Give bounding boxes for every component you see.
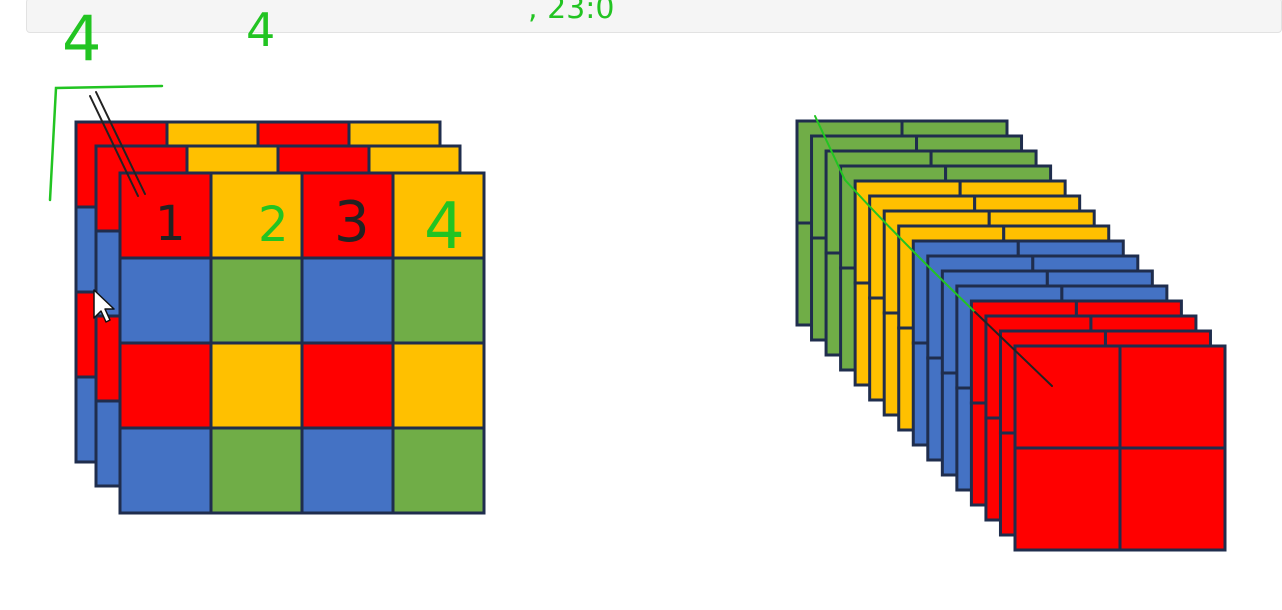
grid-cell-l3-r4-c4 bbox=[391, 426, 486, 515]
grid-cell-l3-r3-c2 bbox=[209, 341, 304, 430]
grid-cell-l3-r2-c3 bbox=[300, 256, 395, 345]
slice-cell-s16-r2-c1 bbox=[1013, 446, 1122, 552]
mouse-cursor-icon bbox=[93, 289, 115, 323]
stroke-right-diagonal-dark bbox=[974, 311, 1053, 387]
grid-cell-l3-r3-c3 bbox=[300, 341, 395, 430]
stack-slice-16 bbox=[1013, 344, 1227, 552]
right-stacked-slices bbox=[795, 119, 1227, 552]
grid-layer-3 bbox=[118, 171, 486, 515]
grid-cell-l3-r4-c2 bbox=[209, 426, 304, 515]
grid-cell-l3-r2-c2 bbox=[209, 256, 304, 345]
annotation-top-right: , 23:0 bbox=[528, 0, 614, 26]
handwritten-annotations: 4 4 , 23:0 1 2 3 4 bbox=[62, 0, 614, 264]
stroke-right-diagonal bbox=[814, 115, 976, 313]
stroke-double-slash-b bbox=[89, 95, 139, 197]
stroke-bracket bbox=[48, 84, 164, 202]
grid-cell-l3-r4-c1 bbox=[118, 426, 213, 515]
pen-strokes bbox=[48, 84, 1053, 387]
annotation-top-left: 4 bbox=[62, 2, 101, 75]
grid-cell-l3-r3-c4 bbox=[391, 341, 486, 430]
annotation-cell-3: 3 bbox=[334, 190, 370, 255]
grid-cell-l3-r3-c1 bbox=[118, 341, 213, 430]
stroke-double-slash-a bbox=[95, 91, 146, 195]
annotation-cell-4: 4 bbox=[424, 190, 465, 264]
grid-cell-l3-r2-c1 bbox=[118, 256, 213, 345]
grid-cell-l3-r4-c3 bbox=[300, 426, 395, 515]
top-toolbar-strip bbox=[26, 0, 1282, 33]
grid-cell-l3-r1-c3 bbox=[300, 171, 395, 260]
left-layered-grid bbox=[74, 120, 486, 515]
annotation-cell-2: 2 bbox=[258, 197, 289, 253]
grid-cell-l3-r2-c4 bbox=[391, 256, 486, 345]
slice-cell-s16-r1-c1 bbox=[1013, 344, 1122, 450]
slice-cell-s16-r2-c2 bbox=[1118, 446, 1227, 552]
annotation-cell-1: 1 bbox=[155, 196, 186, 252]
annotation-top-middle: 4 bbox=[246, 3, 275, 57]
slice-cell-s16-r1-c2 bbox=[1118, 344, 1227, 450]
